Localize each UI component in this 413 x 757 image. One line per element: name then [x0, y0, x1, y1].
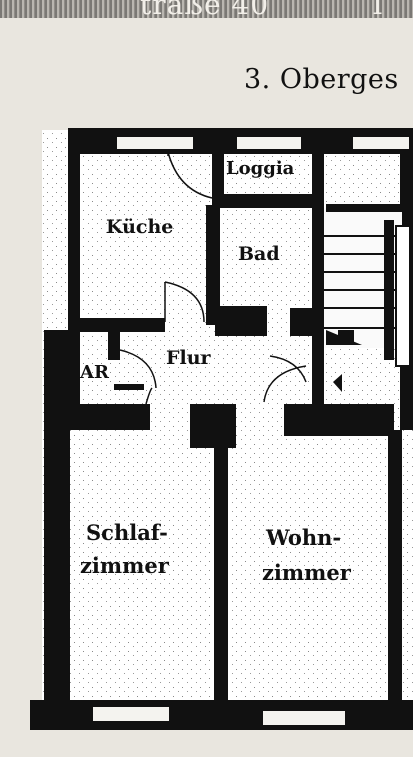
door-swings: [119, 151, 307, 405]
photo-top-strip: traße 40 I: [0, 0, 413, 18]
stairwell: [324, 204, 411, 392]
windows: [91, 135, 411, 727]
entrance-arrow-icon: [333, 374, 342, 392]
label-bad: Bad: [238, 243, 280, 265]
label-wohnzimmer-line1: Wohn-: [265, 525, 341, 550]
label-flur: Flur: [166, 347, 212, 369]
label-wohnzimmer-line2: zimmer: [262, 560, 352, 585]
label-loggia: Loggia: [226, 158, 295, 179]
label-ar: AR: [79, 362, 110, 383]
internal-walls: [70, 150, 394, 710]
edge-fragment: I: [372, 0, 384, 18]
label-schlafzimmer-line1: Schlaf-: [86, 520, 168, 545]
label-schlafzimmer-line2: zimmer: [80, 553, 170, 578]
label-kueche: Küche: [106, 216, 173, 238]
floor-title: 3. Oberges: [244, 64, 399, 95]
street-fragment: traße 40: [140, 0, 270, 18]
